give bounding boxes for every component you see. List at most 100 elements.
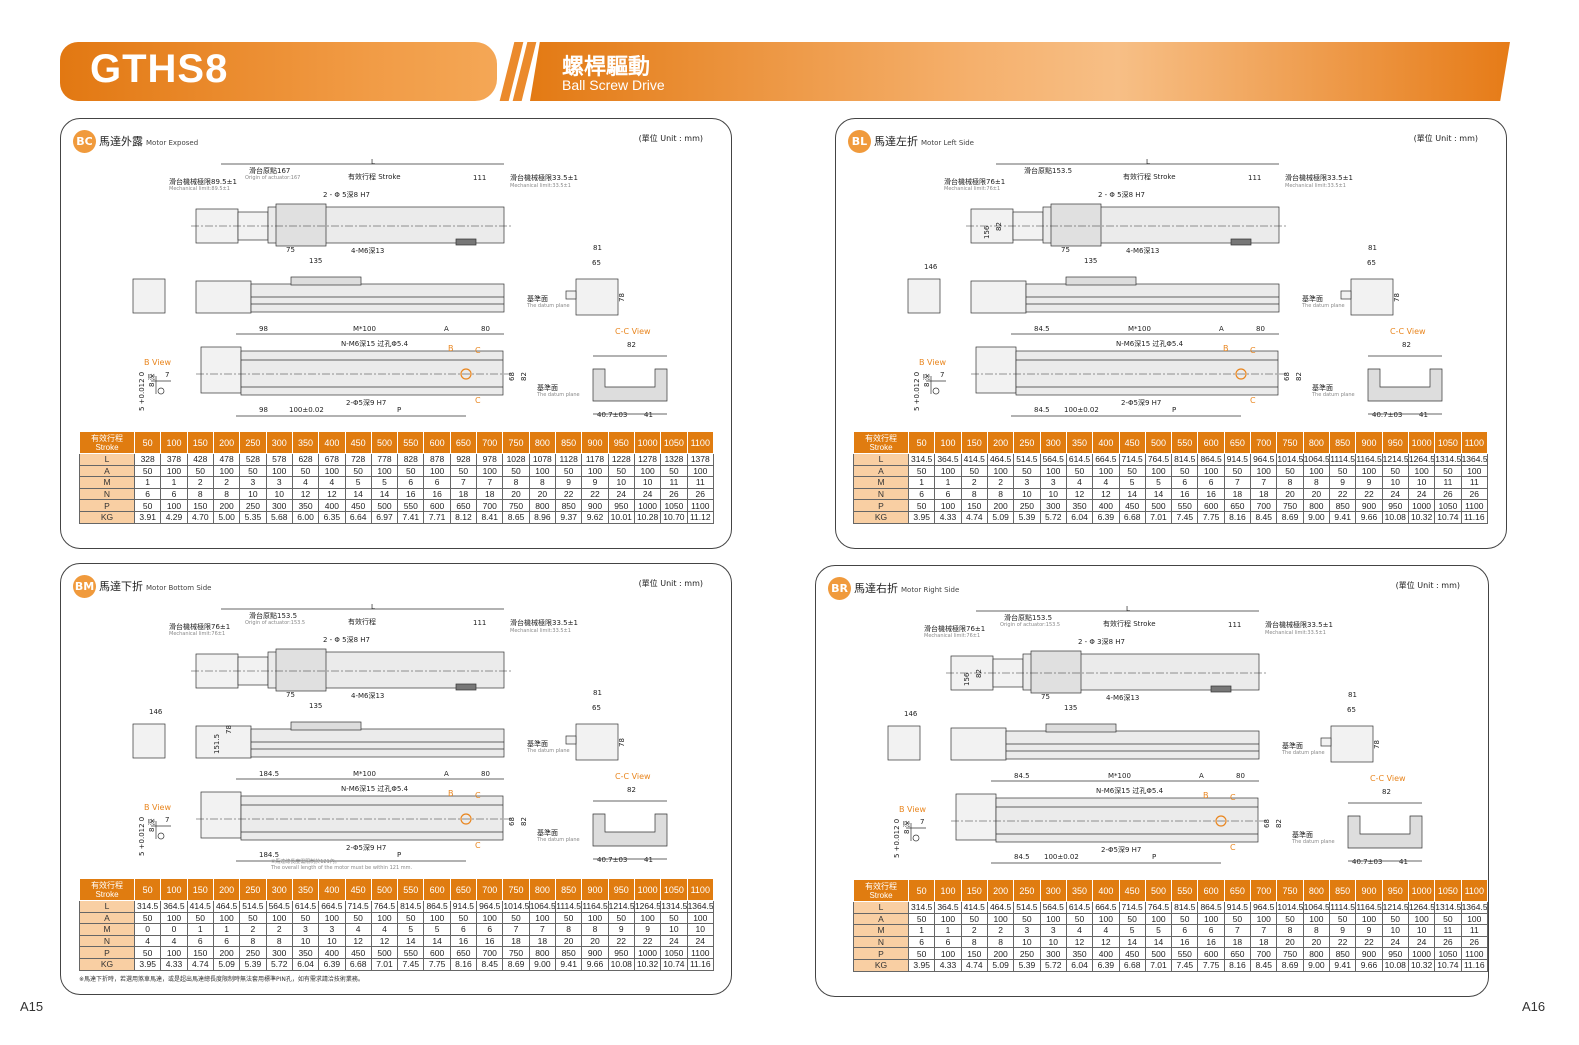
table-cell: 6 [133, 487, 162, 501]
dim-label-d81: 81 [1348, 691, 1357, 699]
table-cell: 50 [133, 946, 162, 959]
table-cell: 1264.5 [1407, 901, 1436, 914]
table-cell: 100 [986, 912, 1015, 926]
table-cell: 6.35 [318, 510, 346, 524]
dim-label-bview: B View [919, 358, 947, 367]
dim-label-datum1-en: The datum plane [1302, 303, 1345, 309]
variant-badge: BR [828, 577, 851, 600]
table-cell: 9 [1355, 476, 1383, 489]
table-cell: 6.39 [1092, 510, 1120, 524]
dim-label-holes: N-M6深15 过孔Φ5.4 [1116, 340, 1184, 348]
table-cell: 978 [476, 453, 504, 466]
table-cell: 11 [686, 476, 715, 489]
stroke-column-header: 700 [1250, 879, 1278, 902]
table-cell: 50 [239, 464, 267, 478]
table-cell: 10 [265, 487, 293, 501]
table-cell: 664.5 [1092, 901, 1120, 914]
table-cell: 3 [1013, 924, 1041, 937]
table-cell: 7 [1250, 476, 1278, 489]
table-cell: 1100 [686, 946, 715, 959]
stroke-column-header: 600 [423, 878, 451, 901]
table-cell: 900 [581, 499, 609, 512]
dim-label-mech-right-en: Mechanical limit:33.5±1 [510, 628, 571, 634]
unit-label: (單位 Unit : mm) [1413, 134, 1478, 143]
dim-label-mech-right: 滑台機械極限33.5±1 [510, 174, 578, 182]
table-cell: 26 [1460, 487, 1489, 501]
table-cell: 5.35 [239, 510, 267, 524]
stroke-header-zh: 有效行程 [865, 433, 897, 443]
table-cell: 100 [318, 911, 346, 925]
dim-label-C2: C [1250, 396, 1256, 405]
table-cell: 100 [1250, 464, 1278, 478]
table-cell: 18 [502, 934, 530, 948]
table-cell: 20 [554, 934, 583, 948]
table-cell: 9.41 [554, 957, 583, 971]
dim-label-d68: 68 [508, 817, 516, 826]
table-cell: 100 [686, 464, 715, 478]
table-cell: 24 [686, 934, 715, 948]
table-cell: 50 [1065, 464, 1094, 478]
table-cell: 11 [1460, 924, 1489, 937]
dim-label-bv8: 8 深 [903, 820, 911, 834]
table-cell: 18 [1250, 487, 1278, 501]
table-cell: 6 [934, 935, 962, 949]
table-cell: 50 [554, 911, 583, 925]
stroke-column-header: 1050 [1434, 879, 1462, 902]
table-cell: 100 [1197, 464, 1225, 478]
table-cell: 50 [502, 911, 530, 925]
table-cell: 2 [265, 923, 293, 936]
dim-label-d78: 78 [618, 293, 626, 302]
table-cell: 6 [934, 487, 962, 501]
table-cell: 814.5 [1171, 901, 1199, 914]
dim-label-origin-en: Origin of actuator:153.5 [245, 620, 306, 626]
table-cell: 5 [423, 923, 451, 936]
table-cell: 18 [1250, 935, 1278, 949]
table-cell: 100 [265, 464, 293, 478]
table-cell: 514.5 [1013, 453, 1041, 466]
dim-label-d68: 68 [508, 372, 516, 381]
row-label: N [79, 487, 135, 501]
dim-label-d80: 80 [1256, 325, 1265, 333]
table-cell: 100 [581, 911, 609, 925]
table-cell: 7 [476, 476, 504, 489]
table-cell: 100 [934, 947, 962, 960]
table-cell: 364.5 [160, 900, 188, 913]
dim-label-tap: 4-M6深13 [1106, 694, 1140, 702]
table-cell: 1114.5 [1328, 453, 1357, 466]
stroke-column-header: 350 [291, 431, 320, 454]
dim-label-P: P [397, 851, 402, 859]
dim-label-A: A [1199, 772, 1204, 780]
table-cell: 50 [133, 911, 162, 925]
table-cell: 16 [449, 934, 478, 948]
table-cell: 6.04 [1065, 510, 1094, 524]
dim-label-ccview: C-C View [1370, 774, 1406, 783]
dim-label-datum2-en: The datum plane [1292, 839, 1335, 845]
table-cell: 12 [291, 487, 320, 501]
panel-title-en: Motor Right Side [901, 586, 960, 594]
dimension-drawing [907, 163, 1443, 417]
table-cell: 1 [907, 476, 936, 489]
table-cell: 3 [1013, 476, 1041, 489]
table-cell: 514.5 [239, 900, 267, 913]
title-banner: 螺桿驅動 Ball Screw Drive [530, 42, 1510, 101]
table-cell: 14 [344, 487, 372, 501]
dim-label-C2: C [475, 396, 481, 405]
table-cell: 4.70 [186, 510, 214, 524]
table-cell: 150 [186, 946, 214, 959]
table-cell: 750 [1276, 947, 1304, 960]
table-cell: 8 [554, 923, 583, 936]
table-cell: 1014.5 [502, 900, 530, 913]
table-cell: 8 [1302, 924, 1331, 937]
table-cell: 614.5 [1065, 453, 1094, 466]
dim-label-P: P [1152, 853, 1157, 861]
table-cell: 20 [502, 487, 530, 501]
table-cell: 24 [1381, 487, 1409, 501]
dim-label-bview: B View [144, 358, 172, 367]
stroke-column-header: 550 [1171, 879, 1199, 902]
table-cell: 1050 [660, 499, 688, 512]
dim-label-pitch: 100±0.02 [289, 406, 324, 414]
table-cell: 1364.5 [686, 900, 715, 913]
